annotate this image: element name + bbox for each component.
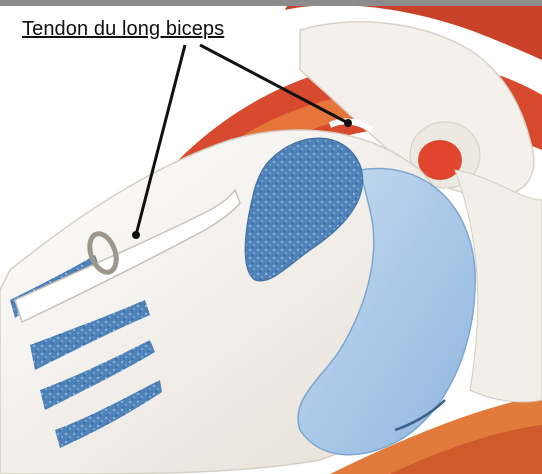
leader-line-upper (200, 45, 348, 123)
leader-dot-lower (132, 231, 140, 239)
leader-line-lower (136, 45, 185, 235)
leader-dot-upper (344, 119, 352, 127)
tendon-label: Tendon du long biceps (22, 18, 224, 41)
